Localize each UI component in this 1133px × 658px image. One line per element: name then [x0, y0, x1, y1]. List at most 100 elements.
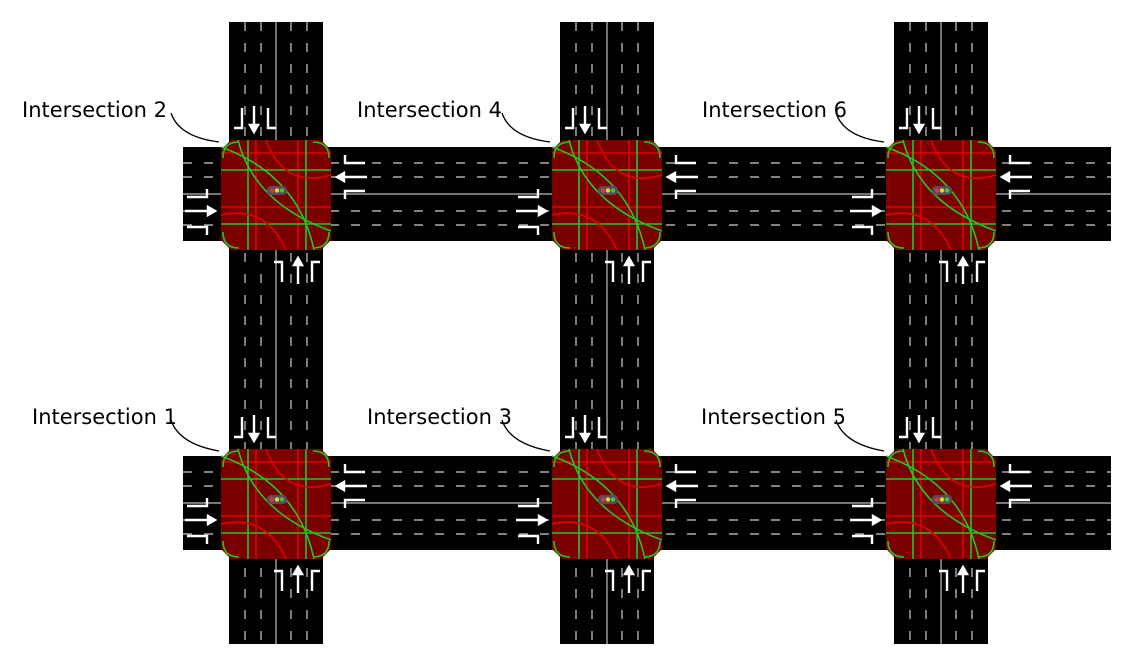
corner-turn-green	[887, 141, 905, 159]
signal-lamp	[944, 188, 950, 193]
intersection-3	[516, 415, 698, 593]
phase-path-red	[265, 139, 332, 179]
lane-arrow-icon	[641, 260, 651, 282]
lane-arrow-icon	[1008, 464, 1030, 474]
lane-arrow-icon	[343, 498, 365, 508]
phase-path-red	[885, 212, 952, 251]
corner-turn-green	[887, 540, 905, 558]
arrow-head	[578, 123, 592, 135]
leader-line	[835, 112, 885, 143]
corner-turn-green	[553, 231, 571, 249]
corner-turn-green	[222, 540, 240, 558]
lane-arrow-icon	[187, 225, 209, 235]
lane-arrow-icon	[274, 569, 284, 591]
corner-turn-green	[887, 231, 905, 249]
corner-turn-green	[312, 540, 330, 558]
traffic-light-icon	[932, 495, 952, 504]
intersection-4	[516, 106, 698, 284]
signal-lamp	[610, 497, 616, 502]
arrow-head	[999, 170, 1011, 184]
south-approach-arrows	[274, 255, 320, 284]
arrow-head	[871, 513, 883, 527]
north-approach-arrows	[565, 415, 607, 444]
lane-arrow-icon	[343, 155, 365, 165]
corner-turn-green	[222, 231, 240, 249]
lane-arrow-icon	[518, 534, 540, 544]
corner-turn-green	[312, 141, 330, 159]
arrow-head	[956, 564, 970, 576]
lane-arrow-icon	[852, 534, 874, 544]
lane-arrow-icon	[975, 569, 985, 591]
arrow-head	[622, 564, 636, 576]
phase-path-red	[885, 521, 952, 560]
lane-arrow-icon	[674, 189, 696, 199]
corner-turn-green	[312, 231, 330, 249]
phase-path-red	[220, 521, 287, 560]
lane-arrow-icon	[565, 108, 575, 130]
corner-turn-green	[977, 450, 995, 468]
intersection-6	[850, 106, 1032, 284]
lane-arrow-icon	[899, 417, 909, 439]
lane-arrow-icon	[187, 534, 209, 544]
phase-path-red	[596, 448, 663, 488]
corner-turn-green	[312, 450, 330, 468]
south-approach-arrows	[605, 564, 651, 593]
signal-lamp	[279, 188, 285, 193]
arrow-head	[334, 479, 346, 493]
corner-turn-green	[977, 540, 995, 558]
south-approach-arrows	[939, 564, 985, 593]
intersections	[185, 106, 1032, 593]
intersection-2	[185, 106, 367, 284]
corner-turn-green	[222, 450, 240, 468]
label-intersection-1: Intersection 1	[32, 405, 177, 429]
signal-lamp	[279, 497, 285, 502]
north-approach-arrows	[234, 415, 276, 444]
lane-arrow-icon	[518, 189, 540, 199]
arrow-head	[912, 123, 926, 135]
south-approach-arrows	[605, 255, 651, 284]
lane-arrow-icon	[518, 498, 540, 508]
north-approach-arrows	[899, 106, 941, 135]
south-approach-arrows	[939, 255, 985, 284]
lane-arrow-icon	[674, 498, 696, 508]
east-approach-arrows	[665, 155, 698, 199]
arrow-head	[912, 432, 926, 444]
signal-phase-paths	[551, 448, 663, 560]
arrow-head	[537, 513, 549, 527]
lane-arrow-icon	[274, 260, 284, 282]
traffic-light-icon	[267, 186, 287, 195]
west-approach-arrows	[516, 189, 549, 235]
east-approach-arrows	[999, 464, 1032, 508]
leader-line	[501, 419, 551, 452]
arrow-head	[622, 255, 636, 267]
lane-arrow-icon	[939, 569, 949, 591]
arrow-head	[291, 564, 305, 576]
north-approach-arrows	[899, 415, 941, 444]
east-approach-arrows	[665, 464, 698, 508]
lane-arrow-icon	[931, 417, 941, 439]
corner-turn-green	[643, 450, 661, 468]
signal-phase-paths	[885, 139, 997, 251]
phase-path-red	[220, 212, 287, 251]
arrow-head	[206, 513, 218, 527]
traffic-light-icon	[598, 495, 618, 504]
west-approach-arrows	[185, 498, 218, 544]
signal-lamp	[269, 188, 275, 193]
lane-arrow-icon	[1008, 155, 1030, 165]
lane-arrow-icon	[641, 569, 651, 591]
lane-arrow-icon	[187, 189, 209, 199]
lane-arrow-icon	[852, 498, 874, 508]
arrow-head	[999, 479, 1011, 493]
arrow-head	[247, 432, 261, 444]
west-approach-arrows	[185, 189, 218, 235]
lane-arrow-icon	[234, 417, 244, 439]
signal-lamp	[600, 497, 606, 502]
leader-line	[835, 419, 885, 452]
phase-path-red	[551, 521, 618, 560]
leader-line	[501, 112, 551, 143]
lane-arrow-icon	[605, 260, 615, 282]
corner-turn-green	[643, 231, 661, 249]
lane-arrow-icon	[597, 417, 607, 439]
corner-turn-green	[553, 540, 571, 558]
